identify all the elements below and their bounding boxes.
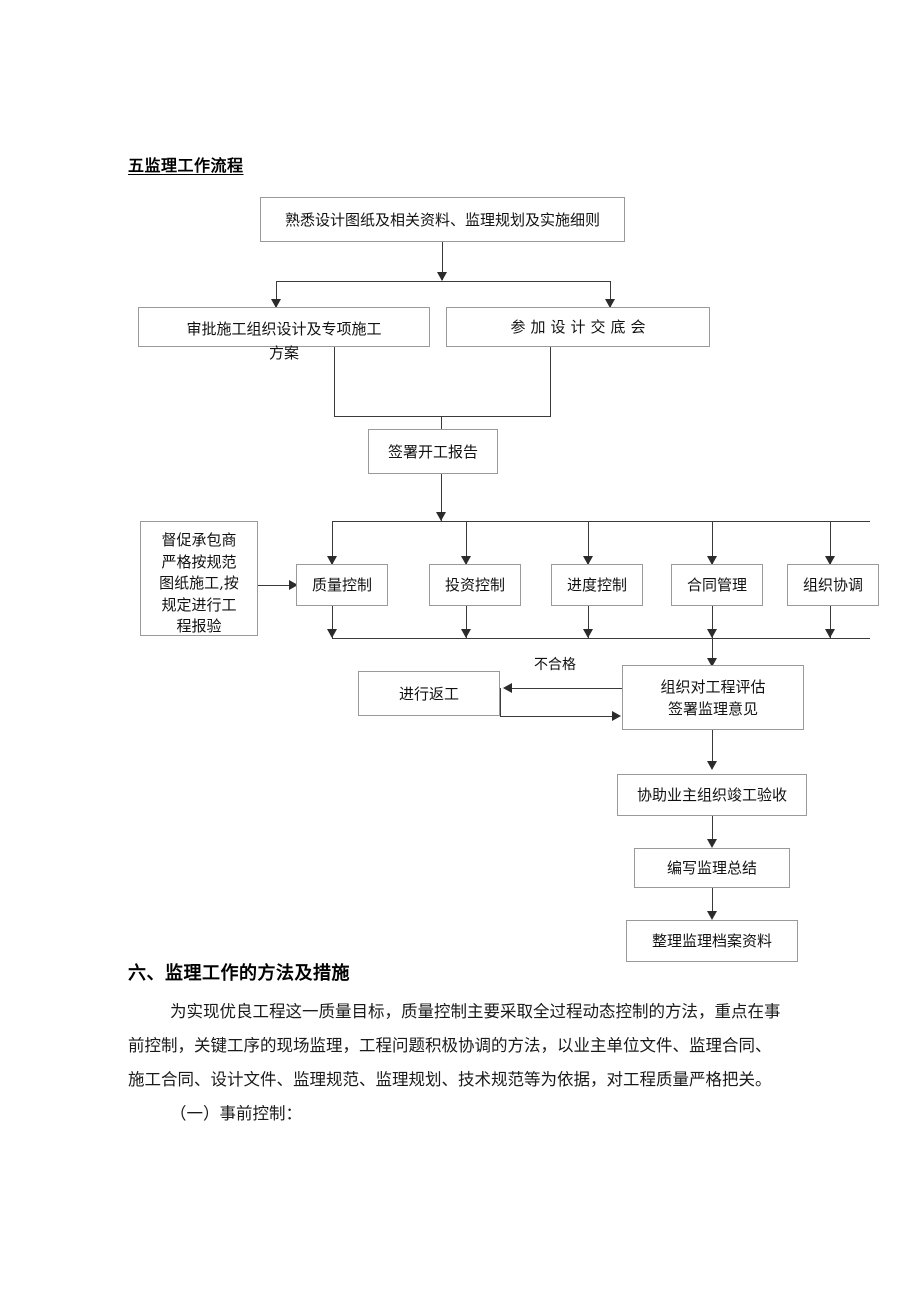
edge-drop-schedule [588,521,589,565]
node-familiarize-drawings[interactable]: 熟悉设计图纸及相关资料、监理规划及实施细则 [260,197,625,242]
edge-split-right-arrowhead [605,299,615,308]
edge-investment-down [466,606,467,638]
node-evaluate-project-line2: 签署监理意见 [667,699,758,718]
node-control-quality-label: 质量控制 [311,576,372,594]
edge-split-bar-row2 [276,281,611,282]
edge-label-unqualified: 不合格 [534,657,576,673]
edge-drop-schedule-arrowhead [583,556,593,565]
edge-drop-quality-arrowhead [327,556,337,565]
edge-acceptance-to-summary-arrowhead [707,839,717,848]
node-approve-construction-plan-line2: 方案 [268,344,299,362]
node-assist-acceptance-label: 协助业主组织竣工验收 [636,786,787,804]
edge-schedule-down [588,606,589,638]
node-rework[interactable]: 进行返工 [358,671,500,716]
methods-paragraph-line-2: 前控制，关键工序的现场监理，工程问题积极协调的方法，以业主单位文件、监理合同、 [128,1036,772,1055]
node-control-investment[interactable]: 投资控制 [429,564,521,606]
edge-start-report-down [441,474,442,521]
flow-section-title: 五监理工作流程 [128,156,244,175]
edge-drop-investment-arrowhead [461,556,471,565]
edge-quality-down [332,606,333,638]
node-assist-acceptance[interactable]: 协助业主组织竣工验收 [617,774,807,816]
edge-split-right-drop [610,281,611,307]
edge-split-left-drop [276,281,277,307]
edge-coordination-down [830,606,831,638]
node-approve-construction-plan-line1: 审批施工组织设计及专项施工 [186,320,382,338]
node-write-summary-label: 编写监理总结 [666,859,757,877]
edge-evaluate-to-acceptance-arrowhead [707,761,717,770]
node-supervise-contractor-line4: 规定进行工 [161,595,237,614]
edge-rework-to-evaluate-arrowhead [612,711,621,721]
edge-summary-to-archive [712,888,713,918]
node-supervise-contractor-line3: 图纸施工,按 [159,574,239,592]
node-control-quality[interactable]: 质量控制 [296,564,388,606]
node-archive-files[interactable]: 整理监理档案资料 [626,920,798,962]
edge-collector-to-evaluate-arrowhead [707,658,717,667]
node-supervise-contractor-line5: 程报验 [176,617,222,635]
methods-paragraph-line-3: 施工合同、设计文件、监理规范、监理规划、技术规范等为依据，对工程质量严格把关。 [128,1070,772,1089]
edge-supervise-to-quality [258,585,293,586]
edge-rework-return-riser [500,688,501,717]
edge-familiarize-down [442,242,443,280]
edge-quality-down-arrowhead [327,629,337,638]
edge-merge-down-to-start-report [441,416,442,441]
node-sign-start-report[interactable]: 签署开工报告 [368,429,498,474]
node-supervise-contractor-line2: 严格按规范 [161,552,237,571]
node-control-schedule-label: 进度控制 [566,576,627,594]
edge-familiarize-down-arrowhead [437,272,447,281]
edge-evaluate-to-acceptance [712,730,713,768]
edge-coordination-down-arrowhead [825,629,835,638]
edge-rework-to-evaluate [500,716,613,717]
edge-evaluate-to-rework [512,688,622,689]
node-familiarize-drawings-label: 熟悉设计图纸及相关资料、监理规划及实施细则 [284,210,600,229]
node-sign-start-report-label: 签署开工报告 [387,442,478,461]
edge-drop-investment [466,521,467,565]
node-control-coordination-label: 组织协调 [802,576,863,594]
node-evaluate-project-line1: 组织对工程评估 [660,677,766,696]
edge-controls-distribution-bus [332,521,870,522]
edge-design-briefing-down [550,347,551,417]
edge-controls-collector-bus [332,638,870,639]
node-attend-design-briefing[interactable]: 参加设计交底会 [446,307,710,347]
subheading-pre-control: （一）事前控制： [170,1104,302,1123]
node-control-investment-label: 投资控制 [444,576,505,594]
edge-drop-quality [332,521,333,565]
node-control-schedule[interactable]: 进度控制 [551,564,643,606]
edge-supervise-to-quality-arrowhead [289,580,298,590]
edge-evaluate-to-rework-arrowhead [503,683,512,693]
methods-paragraph-line-1: 为实现优良工程这一质量目标，质量控制主要采取全过程动态控制的方法，重点在事 [170,1002,781,1021]
node-control-coordination[interactable]: 组织协调 [787,564,879,606]
node-supervise-contractor[interactable]: 督促承包商 严格按规范 图纸施工,按 规定进行工 程报验 [140,521,258,636]
node-supervise-contractor-line1: 督促承包商 [161,531,237,549]
node-rework-label: 进行返工 [398,684,459,703]
methods-section-title: 六、监理工作的方法及措施 [128,963,350,984]
node-archive-files-label: 整理监理档案资料 [651,932,772,950]
edge-drop-contract-arrowhead [707,556,717,565]
edge-contract-down-arrowhead [707,629,717,638]
edge-drop-coordination-arrowhead [825,556,835,565]
edge-drop-contract [712,521,713,565]
node-evaluate-project[interactable]: 组织对工程评估 签署监理意见 [622,665,804,730]
edge-schedule-down-arrowhead [583,629,593,638]
edge-collector-to-evaluate [712,638,713,666]
edge-merge-bar-row2 [334,416,551,417]
edge-summary-to-archive-arrowhead [707,911,717,920]
edge-approve-plan-down [334,347,335,417]
node-approve-construction-plan[interactable]: 审批施工组织设计及专项施工 方案 [138,307,430,362]
edge-split-left-arrowhead [271,299,281,308]
node-control-contract[interactable]: 合同管理 [671,564,763,606]
edge-acceptance-to-summary [712,816,713,846]
node-control-contract-label: 合同管理 [686,576,747,594]
node-attend-design-briefing-label: 参加设计交底会 [510,318,651,336]
edge-investment-down-arrowhead [461,629,471,638]
edge-start-report-arrowhead [436,512,446,521]
edge-drop-coordination [830,521,831,565]
node-write-summary[interactable]: 编写监理总结 [634,848,790,888]
edge-contract-down [712,606,713,638]
